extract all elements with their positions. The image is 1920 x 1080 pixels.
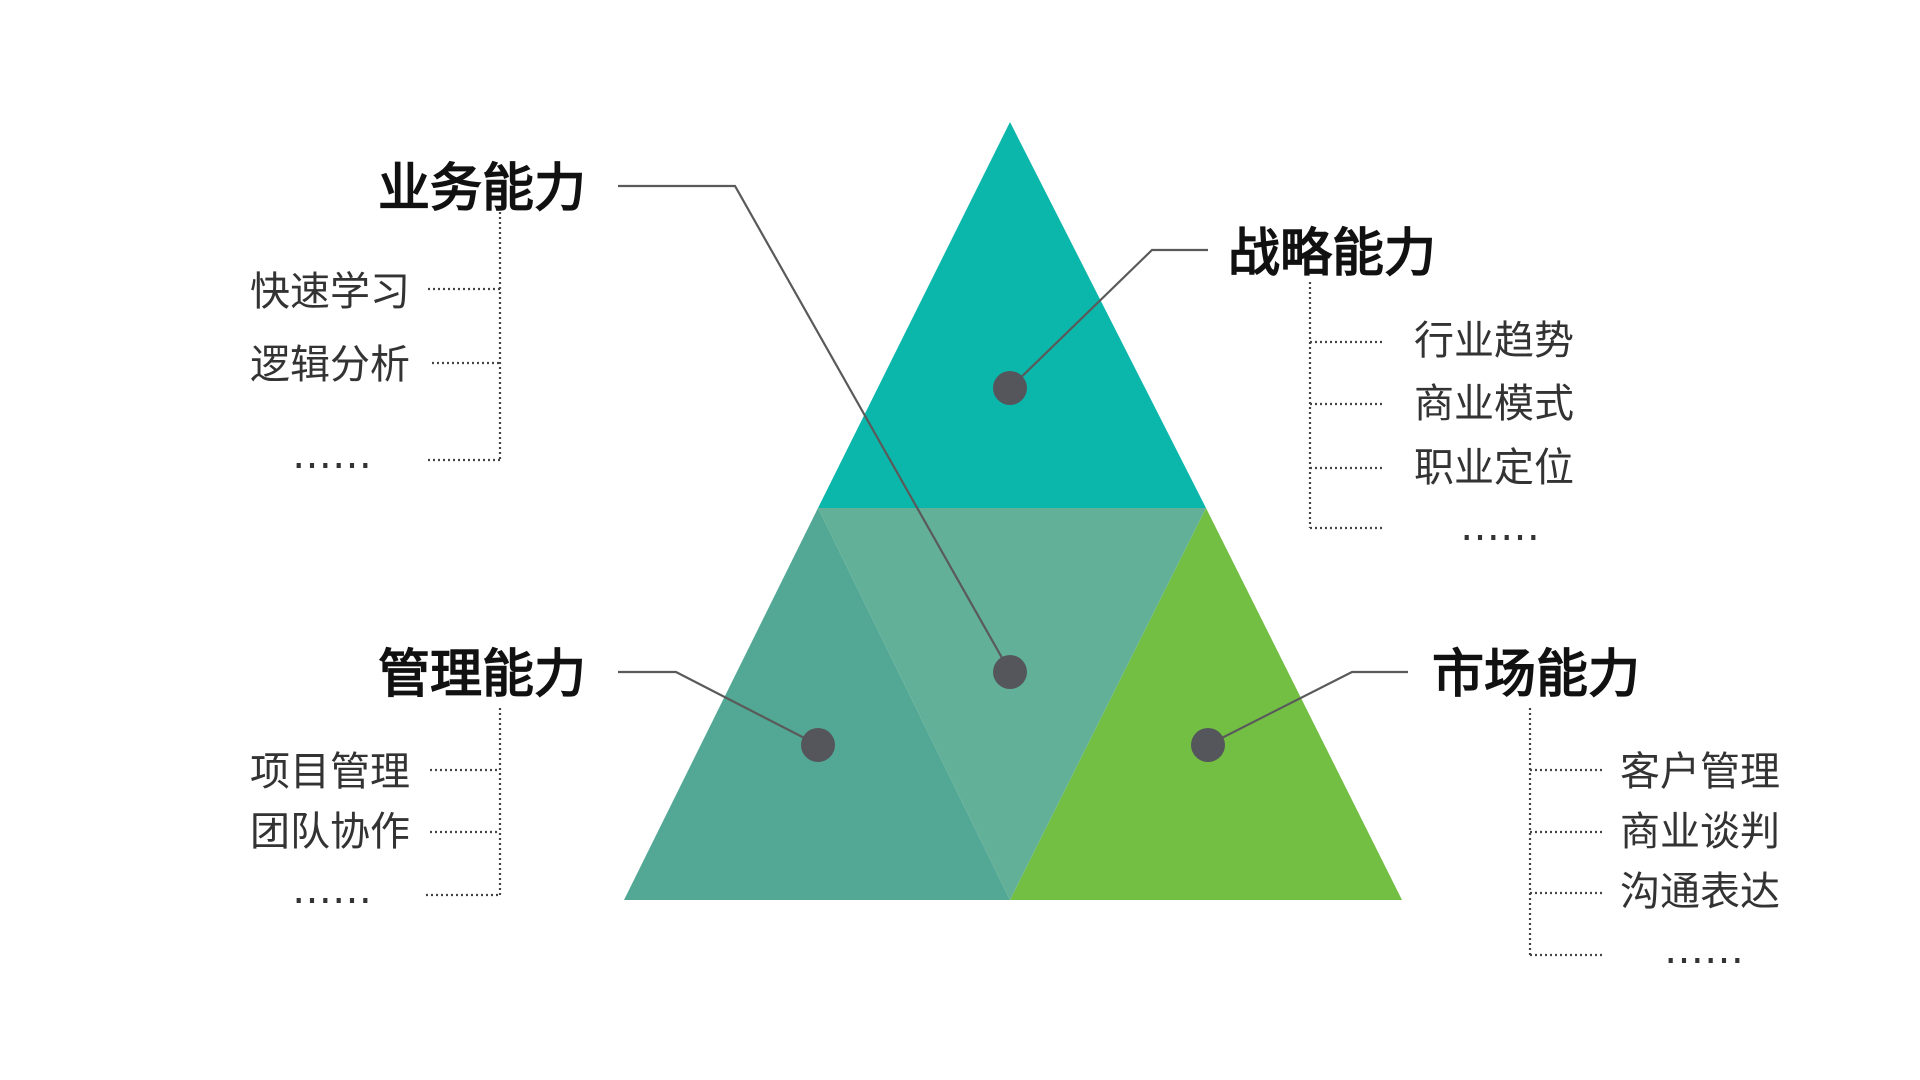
strategy-leader-line <box>1009 248 1208 389</box>
market-leader-line <box>1207 670 1408 746</box>
strategy-item-2: 商业模式 <box>1414 381 1574 427</box>
strategy-title: 战略能力 <box>1228 224 1436 284</box>
management-item-1: 项目管理 <box>250 749 410 795</box>
market-item-1: 客户管理 <box>1620 749 1780 795</box>
market-item-3: 沟通表达 <box>1620 869 1780 915</box>
management-item-2: 团队协作 <box>250 809 410 855</box>
business-item-3: …… <box>292 432 372 478</box>
business-dot <box>993 655 1027 689</box>
management-item-3: …… <box>292 867 372 913</box>
right-triangle-market <box>1010 508 1402 900</box>
management-leader-line <box>618 670 819 746</box>
strategy-item-4: …… <box>1460 504 1540 550</box>
market-title: 市场能力 <box>1432 645 1640 705</box>
business-leader-line <box>618 184 1011 673</box>
market-item-2: 商业谈判 <box>1620 809 1780 855</box>
strategy-item-1: 行业趋势 <box>1414 318 1574 364</box>
strategy-item-3: 职业定位 <box>1414 445 1574 491</box>
business-item-1: 快速学习 <box>250 269 410 315</box>
management-dot <box>801 728 835 762</box>
center-triangle-business <box>818 508 1206 900</box>
market-item-4: …… <box>1664 927 1744 973</box>
business-item-2: 逻辑分析 <box>250 342 410 388</box>
business-title: 业务能力 <box>378 159 586 219</box>
left-triangle-management <box>624 508 1010 900</box>
management-title: 管理能力 <box>378 645 586 705</box>
top-triangle-strategy <box>818 122 1206 508</box>
market-dot <box>1191 728 1225 762</box>
strategy-dot <box>993 371 1027 405</box>
